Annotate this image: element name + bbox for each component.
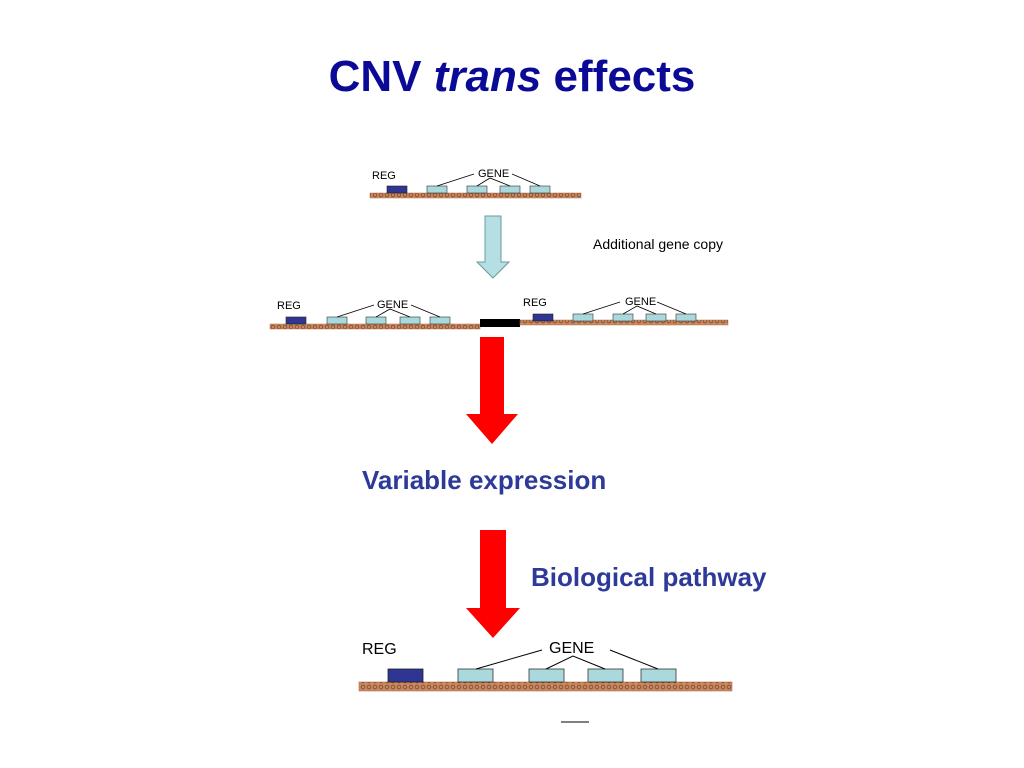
splice-lines [336, 304, 375, 318]
dna-strand [358, 681, 733, 692]
splice-lines [475, 649, 543, 670]
exon-box [528, 668, 565, 683]
biological-pathway-label: Biological pathway [531, 562, 767, 592]
title-part-3: effects [541, 52, 696, 101]
splice-lines [656, 301, 687, 315]
reg-label-top: REG [372, 170, 396, 182]
splice-lines [375, 308, 411, 318]
splice-lines [410, 304, 441, 318]
down-arrow-red [466, 530, 520, 638]
exon-box [675, 313, 697, 322]
exon-box [529, 185, 551, 194]
reg-box [386, 185, 408, 194]
exon-box [572, 313, 594, 322]
variable-expression-label: Variable expression [362, 465, 607, 495]
splice-lines [511, 173, 541, 187]
down-arrow-light [475, 215, 511, 279]
exon-box [645, 313, 667, 322]
reg-box [532, 313, 554, 322]
down-arrow-red [466, 337, 518, 444]
gene-label-middle-right: GENE [625, 296, 657, 308]
splice-lines [622, 305, 657, 315]
splice-lines [609, 649, 659, 670]
exon-box [399, 316, 421, 325]
reg-label-middle-left: REG [277, 300, 301, 312]
construct-middle [269, 301, 729, 330]
reg-label-bottom: REG [362, 641, 397, 658]
splice-lines [545, 655, 606, 670]
gene-label-middle-left: GENE [377, 299, 409, 311]
reg-box [285, 316, 307, 325]
splice-lines [582, 301, 621, 315]
reg-box [387, 668, 424, 683]
insertion-block [480, 319, 520, 327]
exon-box [426, 185, 448, 194]
splice-lines [476, 177, 511, 187]
title-part-1: CNV [328, 52, 434, 101]
exon-box [457, 668, 494, 683]
splice-lines [436, 173, 475, 187]
exon-box [587, 668, 624, 683]
exon-box [640, 668, 677, 683]
dna-strand-left [269, 323, 481, 330]
additional-gene-copy-label: Additional gene copy [593, 236, 723, 252]
exon-box [326, 316, 348, 325]
construct-top [369, 173, 582, 199]
dna-strand [369, 192, 582, 199]
exon-box [365, 316, 387, 325]
exon-box [612, 313, 634, 322]
exon-box [429, 316, 451, 325]
construct-bottom [358, 649, 733, 692]
reg-label-middle-right: REG [523, 297, 547, 309]
slide-title: CNV trans effects [0, 52, 1024, 102]
gene-label-bottom: GENE [549, 640, 595, 657]
exon-box [499, 185, 521, 194]
gene-label-top: GENE [478, 168, 510, 180]
exon-box [466, 185, 488, 194]
title-part-2: trans [433, 52, 542, 101]
